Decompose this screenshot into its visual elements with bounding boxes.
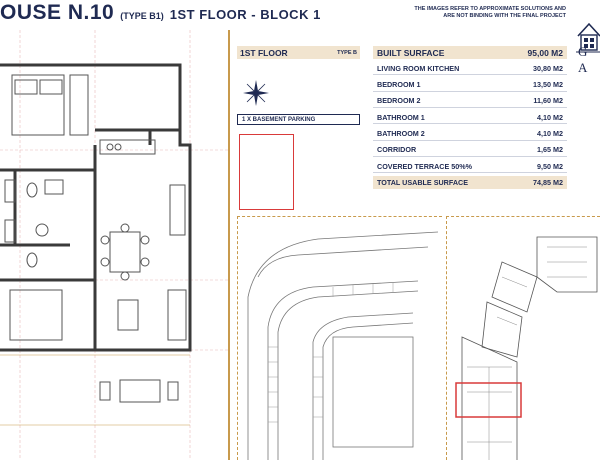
site-plan: [237, 216, 442, 460]
disclaimer-text: THE IMAGES REFER TO APPROXIMATE SOLUTION…: [414, 6, 566, 19]
row-value: 4,10 M2: [537, 128, 563, 138]
row-label: COVERED TERRACE 50%%: [377, 161, 473, 171]
row-value: 95,00 M2: [527, 47, 563, 58]
floor-header: 1ST FLOOR TYPE B: [237, 46, 360, 59]
block-plan-drawing: [455, 236, 598, 460]
surface-table: BUILT SURFACE 95,00 M2 LIVING ROOM KITCH…: [373, 46, 567, 193]
row-label: LIVING ROOM KITCHEN: [377, 63, 460, 73]
compass-icon: [243, 80, 269, 106]
floor-info: 1ST FLOOR TYPE B 1 X BASEMENT PARKING: [237, 46, 360, 210]
page-title: OUSE N.10 (TYPE B1) 1ST FLOOR - BLOCK 1: [0, 0, 395, 28]
total-surface-row: TOTAL USABLE SURFACE 74,85 M2: [373, 176, 567, 190]
table-row: BEDROOM 1 13,50 M2: [373, 79, 567, 92]
table-row: LIVING ROOM KITCHEN 30,80 M2: [373, 62, 567, 76]
floor-label: 1ST FLOOR: [240, 47, 288, 58]
row-value: 13,50 M2: [533, 80, 563, 90]
row-value: 11,60 M2: [533, 96, 563, 106]
row-label: BUILT SURFACE: [377, 47, 445, 58]
table-row: BEDROOM 2 11,60 M2: [373, 95, 567, 108]
row-label: CORRIDOR: [377, 145, 417, 155]
row-label: BEDROOM 1: [377, 80, 421, 90]
block-plan: [446, 216, 600, 460]
table-row: CORRIDOR 1,65 M2: [373, 144, 567, 157]
parking-label: 1 X BASEMENT PARKING: [237, 114, 360, 125]
floor-plan: [0, 30, 230, 460]
row-value: 4,10 M2: [537, 112, 563, 122]
floor-plan-drawing: [0, 30, 230, 460]
table-row: BATHROOM 2 4,10 M2: [373, 127, 567, 141]
site-plan-drawing: [247, 231, 439, 460]
built-surface-row: BUILT SURFACE 95,00 M2: [373, 46, 567, 60]
floor-type: TYPE B: [337, 49, 357, 56]
row-value: 74,85 M2: [533, 178, 563, 188]
title-main: OUSE N.10: [0, 1, 115, 24]
row-value: 9,50 M2: [537, 161, 563, 171]
row-value: 1,65 M2: [537, 145, 563, 155]
parking-spot-highlight: [239, 134, 294, 210]
title-type: (TYPE B1): [120, 11, 164, 21]
table-row: BATHROOM 1 4,10 M2: [373, 111, 567, 125]
row-label: BATHROOM 1: [377, 112, 425, 122]
house-logo-icon: [576, 22, 600, 53]
title-subtitle: 1ST FLOOR - BLOCK 1: [169, 7, 321, 22]
row-label: BATHROOM 2: [377, 128, 425, 138]
logo-wordmark: G A: [578, 44, 590, 75]
row-label: BEDROOM 2: [377, 96, 421, 106]
row-value: 30,80 M2: [533, 63, 563, 73]
row-label: TOTAL USABLE SURFACE: [377, 178, 469, 188]
unit-highlight: [455, 382, 522, 418]
table-row: COVERED TERRACE 50%% 9,50 M2: [373, 160, 567, 174]
